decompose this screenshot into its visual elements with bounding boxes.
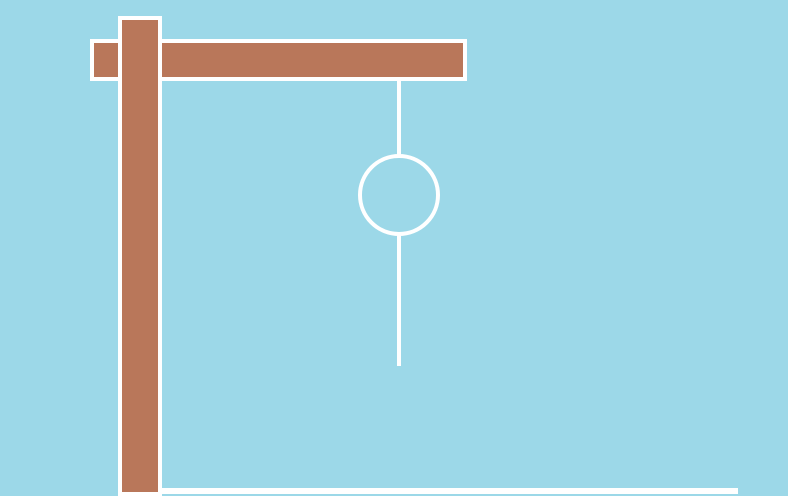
ground-line bbox=[118, 488, 738, 494]
gallows-post bbox=[118, 16, 162, 496]
